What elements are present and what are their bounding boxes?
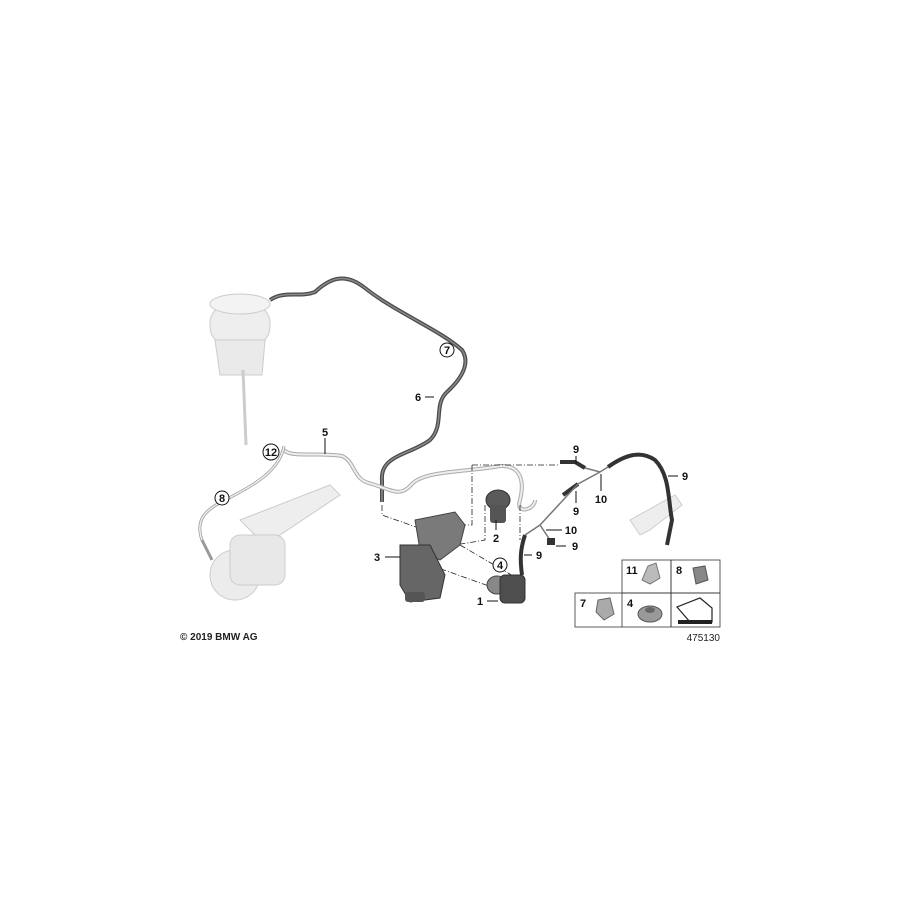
arrow-icon xyxy=(675,597,713,624)
hose-9-right xyxy=(606,452,675,546)
part-1-solenoid xyxy=(486,574,526,604)
inset-label-7: 7 xyxy=(580,598,586,610)
label-9: 9 xyxy=(573,506,579,518)
label-8: 8 xyxy=(219,493,225,505)
clip-7-icon xyxy=(595,597,615,621)
clip-8-icon xyxy=(692,565,709,585)
clip-11-icon xyxy=(641,562,661,585)
label-4: 4 xyxy=(497,560,504,572)
label-9: 9 xyxy=(573,444,579,456)
turbo-actuator-ghost xyxy=(209,293,271,446)
part-2-sensor xyxy=(485,489,511,523)
bracket-ghost xyxy=(629,494,683,536)
label-10: 10 xyxy=(595,494,607,506)
part-3-valve-bracket xyxy=(399,511,466,603)
label-5: 5 xyxy=(322,427,328,439)
inset-label-8: 8 xyxy=(676,565,682,577)
label-9: 9 xyxy=(682,471,688,483)
diagram-number: 475130 xyxy=(687,633,721,644)
hose-6 xyxy=(268,276,468,502)
tee-10 xyxy=(524,466,609,541)
label-9: 9 xyxy=(536,550,542,562)
small-parts-inset: 11 8 7 4 xyxy=(574,559,721,628)
label-9: 9 xyxy=(572,541,578,553)
label-3: 3 xyxy=(374,552,380,564)
label-6: 6 xyxy=(415,392,421,404)
nut-4-icon xyxy=(637,605,663,623)
label-2: 2 xyxy=(493,533,499,545)
inset-label-11: 11 xyxy=(626,565,638,577)
copyright: © 2019 BMW AG xyxy=(180,632,258,643)
cap-9 xyxy=(547,538,555,545)
hose-9-lower xyxy=(518,534,527,576)
label-12: 12 xyxy=(265,447,277,459)
inset-label-4: 4 xyxy=(627,598,634,610)
label-10: 10 xyxy=(565,525,577,537)
hose-9-short xyxy=(560,460,587,470)
intake-pipe-ghost xyxy=(209,484,341,601)
label-1: 1 xyxy=(477,596,483,608)
label-7: 7 xyxy=(444,345,450,357)
